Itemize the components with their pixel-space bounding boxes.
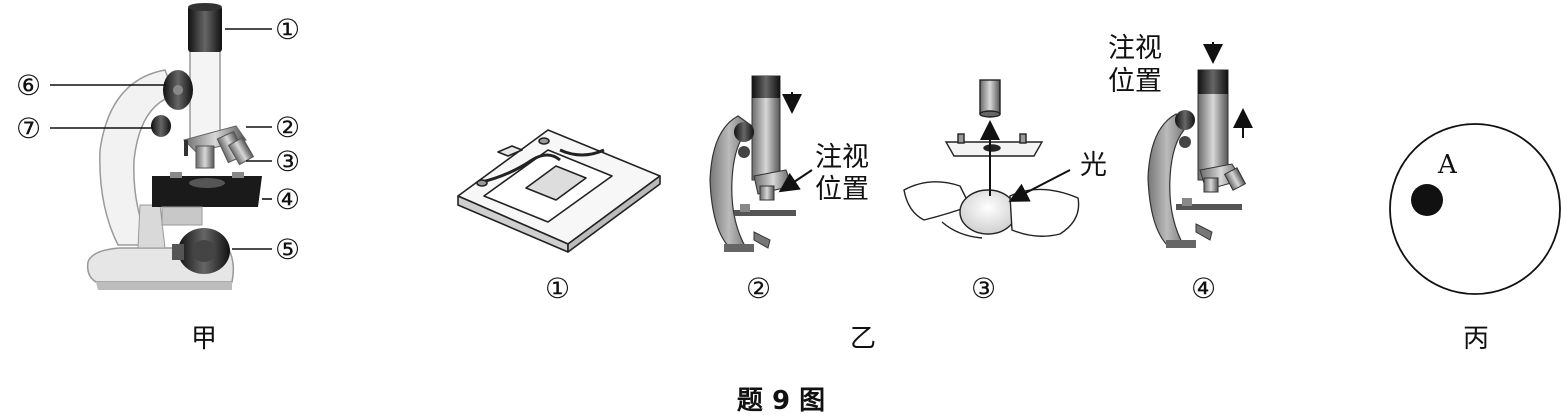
part-label-6: ⑥ <box>16 69 41 102</box>
figure-title: 题 9 图 <box>0 380 1562 417</box>
caption-jia: 甲 <box>191 318 217 355</box>
part-label-2: ② <box>275 111 300 144</box>
step4-microscope-raising <box>1148 70 1245 248</box>
part-label-3: ③ <box>275 145 300 178</box>
step-label-3: ③ <box>971 272 996 305</box>
gaze-label-step4-line2: 位置 <box>1108 66 1162 97</box>
gaze-label-step2-line2: 位置 <box>815 174 869 205</box>
part-label-5: ⑤ <box>275 233 300 266</box>
step-label-2: ② <box>746 272 771 305</box>
light-label: 光 <box>1080 150 1107 181</box>
step-label-4: ④ <box>1191 272 1216 305</box>
step1-slide-on-stage <box>458 130 660 252</box>
gaze-label-step2-line1: 注视 <box>815 142 869 173</box>
part-label-1: ① <box>275 13 300 46</box>
dot-a-label: A <box>1438 150 1457 180</box>
part-label-7: ⑦ <box>16 112 41 145</box>
microscope-photo <box>88 3 262 290</box>
dot-a <box>1411 184 1443 216</box>
caption-yi: 乙 <box>850 318 876 355</box>
step3-mirror-light <box>904 80 1079 238</box>
part-label-4: ④ <box>275 183 300 216</box>
step-label-1: ① <box>545 272 570 305</box>
caption-bing: 丙 <box>1463 318 1489 355</box>
step2-microscope-lowering <box>710 76 796 252</box>
gaze-label-step4-line1: 注视 <box>1108 33 1162 64</box>
